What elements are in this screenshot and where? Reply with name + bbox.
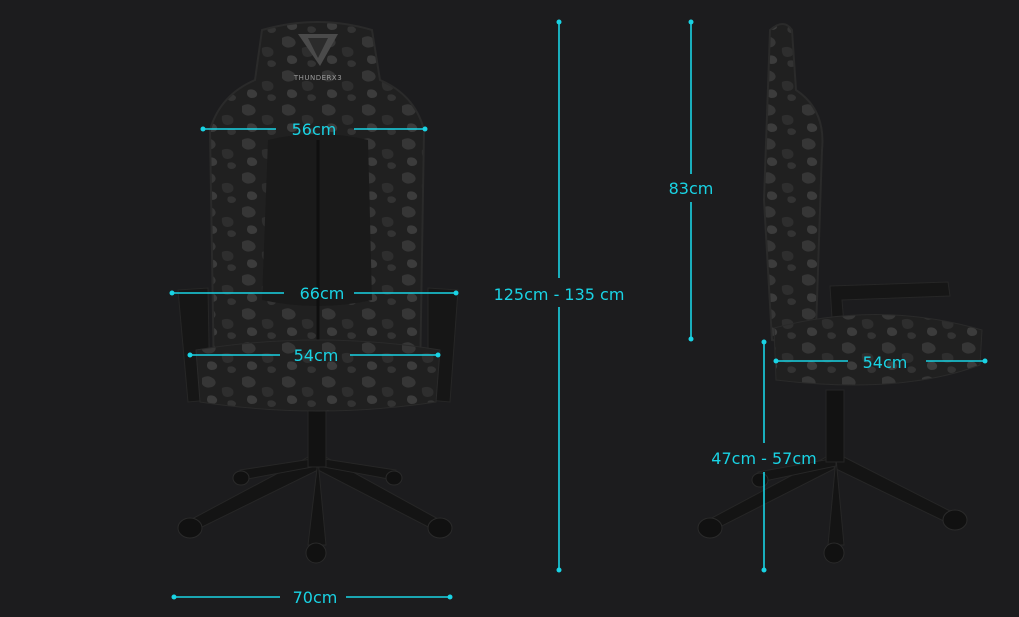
overall-height-label: 125cm - 135 cm <box>494 285 625 304</box>
front-chair-illustration: THUNDERX3 <box>177 21 459 564</box>
headrest-width-label: 56cm <box>292 120 337 139</box>
seat-width-label: 54cm <box>294 346 339 365</box>
dimension-base-width: 70cm <box>171 588 453 607</box>
dimension-overall-height: 125cm - 135 cm <box>494 19 625 573</box>
dimension-headrest-width: 56cm <box>200 120 428 139</box>
backrest-width-label: 66cm <box>300 284 345 303</box>
brand-logo-text: THUNDERX3 <box>293 74 342 82</box>
base-width-label: 70cm <box>293 588 338 607</box>
dimension-seat-height: 47cm - 57cm <box>711 339 817 573</box>
seat-depth-label: 54cm <box>863 353 908 372</box>
backrest-height-label: 83cm <box>669 179 714 198</box>
seat-height-label: 47cm - 57cm <box>711 449 816 468</box>
side-chair-illustration <box>697 23 983 564</box>
dimension-backrest-height: 83cm <box>669 19 714 342</box>
dimension-backrest-width: 66cm <box>169 284 459 303</box>
dimension-seat-depth: 54cm <box>773 353 988 372</box>
dimension-seat-width: 54cm <box>187 346 441 365</box>
